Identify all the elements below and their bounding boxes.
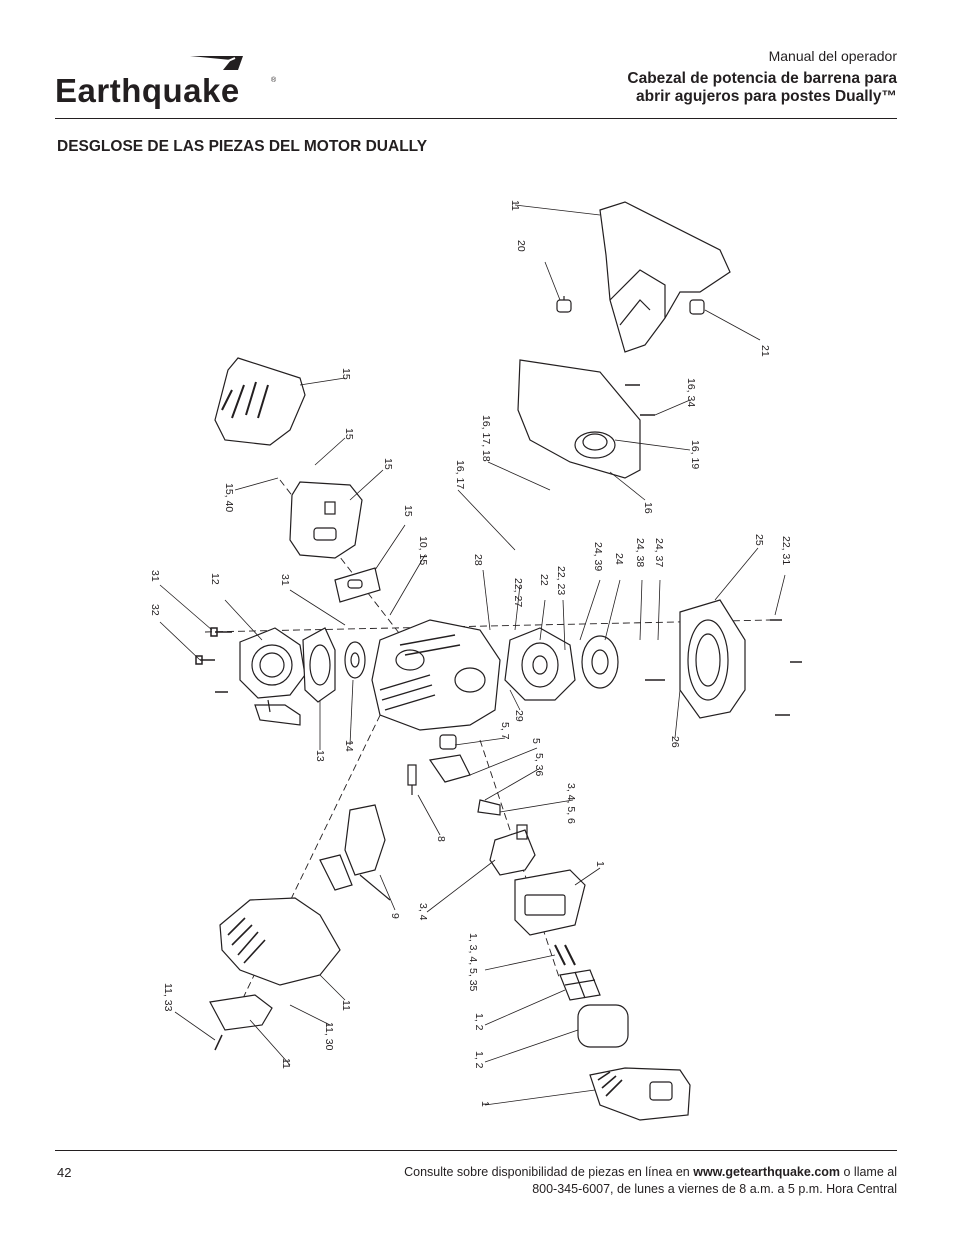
footer-rule — [55, 1150, 897, 1151]
callout-label: 1 — [594, 861, 606, 867]
callout-label: 21 — [759, 345, 771, 357]
leader-lines — [159, 204, 786, 1106]
callout-label: 9 — [389, 913, 401, 919]
screws — [195, 384, 802, 1051]
starter-gasket-part — [302, 627, 336, 703]
callout-label: 3, 4 — [417, 903, 429, 921]
callout-label: 1, 3, 4, 5, 35 — [467, 933, 479, 992]
callout-label: 1, 2 — [473, 1013, 485, 1031]
clutch-part — [581, 635, 619, 689]
title-line-1: Cabezal de potencia de barrena para — [627, 70, 897, 87]
callout-label: 16, 17, 18 — [480, 415, 492, 462]
ignition-coil-part — [319, 804, 391, 901]
callout-label: 16, 17 — [454, 460, 466, 489]
callout-label: 10, 15 — [417, 536, 429, 565]
callout-label: 24, 39 — [592, 542, 604, 571]
air-filter-cover-part — [589, 1067, 691, 1121]
footer-hours: 800-345-6007, de lunes a viernes de 8 a.… — [532, 1182, 897, 1196]
top-cover-part — [599, 201, 731, 353]
screw-21 — [689, 299, 705, 315]
callout-label: 28 — [472, 554, 484, 566]
callout-label: 22, 23 — [555, 566, 567, 595]
muffler-cover-part — [214, 357, 306, 446]
page-number: 42 — [57, 1165, 72, 1180]
header-rule — [55, 118, 897, 119]
callout-label: 11, 30 — [323, 1022, 335, 1051]
lower-cover-part — [219, 897, 341, 986]
callout-label: 16, 19 — [689, 440, 701, 469]
callout-label: 29 — [513, 710, 525, 722]
manual-label: Manual del operador — [768, 48, 897, 64]
earthquake-logo: Earthquake ® — [55, 56, 277, 109]
callout-label: 15 — [382, 458, 394, 470]
muffler-part — [289, 481, 363, 559]
callout-label: 11, 33 — [162, 983, 174, 1012]
spacer-part — [439, 734, 457, 750]
callout-label: 16 — [642, 502, 654, 514]
callout-label: 32 — [149, 604, 161, 616]
callout-label: 16, 34 — [685, 378, 697, 407]
svg-text:®: ® — [271, 76, 277, 84]
footer-text: o llame al — [840, 1165, 897, 1179]
recoil-starter-part — [239, 627, 306, 726]
callout-label: 1, 2 — [473, 1051, 485, 1069]
callout-label: 3, 4, 5, 6 — [565, 783, 577, 824]
engine-block-part — [371, 619, 501, 731]
callout-label: 15, 40 — [223, 483, 235, 512]
section-title: DESGLOSE DE LAS PIEZAS DEL MOTOR DUALLY — [57, 138, 428, 155]
air-filter-housing-part — [514, 869, 586, 936]
callout-label: 15 — [402, 505, 414, 517]
callout-label: 14 — [343, 740, 355, 752]
callout-label: 31 — [149, 570, 161, 582]
fan-cover-plate-part — [517, 359, 641, 479]
flywheel-part — [504, 627, 576, 701]
callout-label: 13 — [314, 750, 326, 762]
callout-label: 22 — [538, 574, 550, 586]
callout-label: 24, 37 — [653, 538, 665, 567]
callout-label: 15 — [340, 368, 352, 380]
filter-grid-part — [559, 969, 601, 1001]
callout-label: 24, 38 — [634, 538, 646, 567]
fan-housing-part — [679, 599, 746, 719]
callout-label: 22, 31 — [780, 536, 792, 565]
screw-20 — [556, 296, 572, 313]
callout-label: 24 — [613, 553, 625, 565]
website-link[interactable]: www.getearthquake.com — [693, 1165, 841, 1179]
callout-label: 11 — [340, 1000, 352, 1011]
footer-text: Consulte sobre disponibilidad de piezas … — [404, 1165, 694, 1179]
callout-label: 11 — [280, 1058, 292, 1069]
muffler-gasket-part — [334, 567, 381, 603]
callout-label: 26 — [669, 736, 681, 748]
callout-label: 5, 36 — [533, 753, 545, 777]
footer-contact: Consulte sobre disponibilidad de piezas … — [404, 1164, 897, 1198]
callout-label: 8 — [435, 836, 447, 842]
callout-label: 5 — [530, 738, 542, 744]
logo-wordmark: Earthquake — [55, 72, 240, 109]
insulator-part — [428, 754, 471, 783]
callout-label: 15 — [343, 428, 355, 440]
callout-label: 22, 27 — [512, 578, 524, 607]
carburetor-part — [489, 824, 536, 876]
callout-label: 5, 7 — [499, 722, 511, 740]
guard-plate-part — [209, 994, 273, 1031]
callout-label: 31 — [279, 574, 291, 586]
callout-label: 20 — [515, 240, 527, 252]
callouts: 11 20 21 15 15 15 15 15, 40 10, 15 16, 1… — [149, 200, 792, 1107]
callout-label: 1 — [479, 1101, 491, 1107]
callout-label: 12 — [209, 573, 221, 585]
carb-gasket-part — [477, 799, 501, 816]
filter-element-part — [577, 1004, 629, 1048]
spark-plug-part — [407, 764, 417, 795]
starter-pulley-part — [344, 641, 366, 679]
callout-label: 11 — [509, 200, 521, 211]
callout-label: 25 — [753, 534, 765, 546]
title-line-2: abrir agujeros para postes Dually™ — [635, 88, 897, 105]
document-title: Cabezal de potencia de barrena para abri… — [627, 70, 897, 106]
